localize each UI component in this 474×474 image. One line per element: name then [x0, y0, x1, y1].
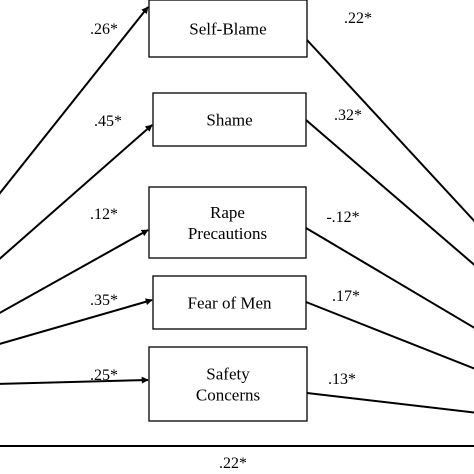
path-in-safety-concerns: [0, 376, 149, 385]
node-fear-of-men: Fear of Men: [152, 275, 307, 330]
coef-out-self-blame: .22*: [344, 10, 372, 27]
path-in-rape-precautions: [0, 229, 149, 314]
path-out-self-blame: [306, 39, 474, 223]
coef-in-shame: .45*: [94, 113, 122, 130]
node-label: Rape: [210, 203, 245, 222]
coefficient-labels-layer: .26* .45* .12* .35* .25* .22* .32* -.12* .17* .13…: [90, 10, 372, 472]
coef-in-fear-of-men: .35*: [90, 292, 118, 309]
node-box: [148, 346, 308, 422]
path-in-shame: [0, 124, 153, 260]
path-in-fear-of-men: [0, 298, 153, 345]
path-out-rape-precautions: [305, 227, 474, 329]
coef-direct-path: .22*: [219, 455, 247, 472]
coef-out-fear-of-men: .17*: [332, 288, 360, 305]
node-label: Safety: [206, 365, 250, 384]
node-box: [148, 186, 307, 259]
path-out-safety-concerns: [306, 392, 474, 414]
node-label: Fear of Men: [187, 294, 272, 313]
coef-in-rape-precautions: .12*: [90, 206, 118, 223]
node-self-blame: Self-Blame: [148, 0, 308, 58]
path-out-fear-of-men: [305, 301, 474, 370]
coef-in-self-blame: .26*: [90, 21, 118, 38]
node-box: [148, 0, 308, 58]
node-label: Shame: [206, 111, 252, 130]
paths-layer: [0, 6, 474, 447]
coef-out-rape-precautions: -.12*: [326, 209, 359, 226]
coef-out-shame: .32*: [334, 107, 362, 124]
coef-in-safety-concerns: .25*: [90, 367, 118, 384]
node-label: Self-Blame: [189, 20, 266, 39]
node-box: [152, 275, 307, 330]
node-box: [152, 92, 307, 147]
node-label: Concerns: [196, 386, 260, 405]
coef-out-safety-concerns: .13*: [328, 371, 356, 388]
node-shame: Shame: [152, 92, 307, 147]
path-in-self-blame: [0, 6, 149, 195]
path-out-shame: [305, 119, 474, 266]
node-label: Precautions: [188, 224, 267, 243]
